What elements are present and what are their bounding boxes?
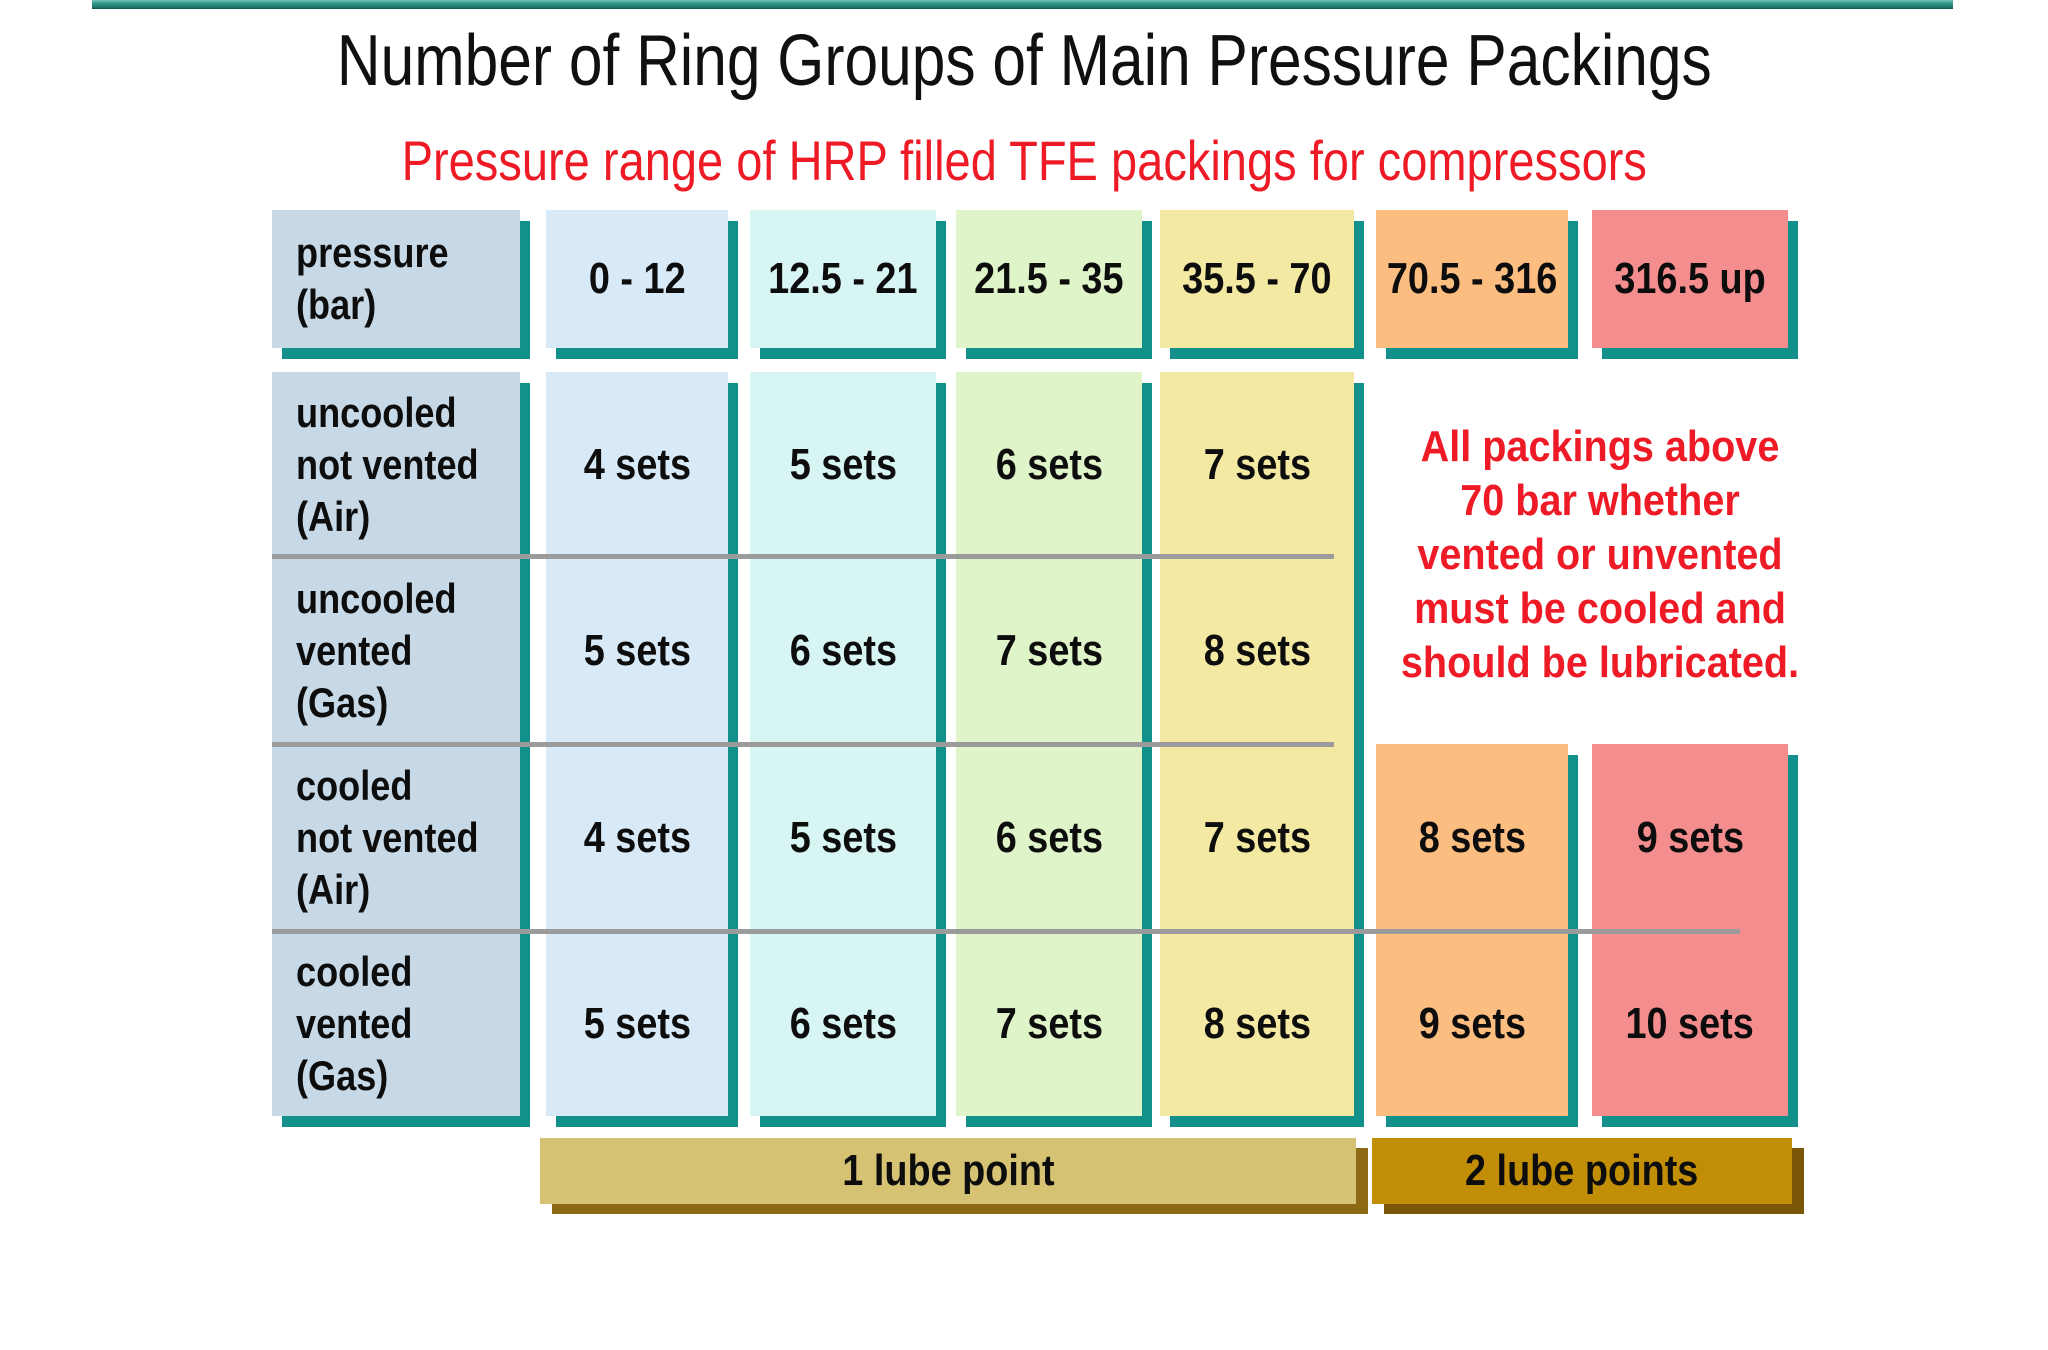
header-range-label: 316.5 up [1614,254,1766,303]
value-cell: 6 sets [789,626,897,675]
row-label-line: not vented [296,813,479,861]
row-label-line: not vented [296,441,479,488]
value-cell: 7 sets [995,626,1103,675]
header-range-label: 12.5 - 21 [768,254,918,303]
header-bar-line: (bar) [296,281,377,328]
value-cell: 4 sets [583,812,691,862]
value-cell: 10 sets [1625,998,1755,1048]
lube-bar-label: 2 lube points [1465,1146,1699,1195]
row-label-uncooled-not-vented-air: uncooled not vented (Air) [272,372,520,558]
value-cell: 8 sets [1203,626,1311,675]
header-range-label: 70.5 - 316 [1386,254,1558,303]
header-cell-range-0-12: 0 - 12 [546,210,728,348]
note-line: 70 bar whether [1460,476,1740,525]
value-cell: 8 sets [1203,998,1311,1048]
header-pressure-line: pressure [296,229,449,276]
row-label-cooled-not-vented-air: cooled not vented (Air) [272,744,520,931]
header-range-label: 35.5 - 70 [1182,254,1332,303]
lube-bar-label: 1 lube point [841,1146,1055,1195]
row-label-line: cooled [296,947,413,995]
value-cell: 6 sets [995,812,1103,862]
value-cell: 6 sets [789,998,897,1048]
row-label-line: (Gas) [296,679,389,726]
top-accent-bar [92,0,1953,9]
value-cell: 9 sets [1636,812,1744,862]
note-line: should be lubricated. [1400,638,1800,687]
lube-point-bar-2: 2 lube points [1372,1138,1792,1204]
row-separator [272,742,1334,747]
value-cell: 6 sets [995,440,1103,489]
value-cell: 9 sets [1418,998,1526,1048]
page-title: Number of Ring Groups of Main Pressure P… [0,20,2048,102]
value-cell: 7 sets [995,998,1103,1048]
row-label-line: uncooled [296,575,457,622]
row-label-uncooled-vented-gas: uncooled vented (Gas) [272,558,520,744]
value-cell: 5 sets [789,440,897,489]
header-range-label: 0 - 12 [588,254,686,303]
row-label-line: vented [296,999,413,1047]
header-cell-pressure-bar: pressure (bar) [272,210,520,348]
value-cell: 7 sets [1203,812,1311,862]
value-cell: 5 sets [789,812,897,862]
header-cell-range-21-5-35: 21.5 - 35 [956,210,1142,348]
page-title-text: Number of Ring Groups of Main Pressure P… [336,21,1712,101]
note-line: All packings above [1420,422,1780,471]
header-cell-range-70-5-316: 70.5 - 316 [1376,210,1568,348]
header-cell-range-12-5-21: 12.5 - 21 [750,210,936,348]
value-cell: 8 sets [1418,812,1526,862]
row-label-line: (Gas) [296,1051,389,1099]
row-separator [272,554,1334,559]
row-label-cooled-vented-gas: cooled vented (Gas) [272,931,520,1116]
row-label-line: uncooled [296,389,457,436]
value-cell: 4 sets [583,440,691,489]
header-cell-range-35-5-70: 35.5 - 70 [1160,210,1354,348]
note-text: All packings above 70 bar whether vented… [1395,420,1805,690]
row-label-line: (Air) [296,865,371,913]
value-cell: 5 sets [583,998,691,1048]
page-subtitle: Pressure range of HRP filled TFE packing… [0,128,2048,193]
header-range-label: 21.5 - 35 [974,254,1124,303]
row-label-line: (Air) [296,493,371,540]
row-label-line: cooled [296,761,413,809]
note-line: vented or unvented [1417,530,1783,579]
value-cell: 7 sets [1203,440,1311,489]
header-cell-range-316-5-up: 316.5 up [1592,210,1788,348]
page-subtitle-text: Pressure range of HRP filled TFE packing… [401,129,1647,192]
row-label-line: vented [296,627,413,674]
value-cell: 5 sets [583,626,691,675]
lube-point-bar-1: 1 lube point [540,1138,1356,1204]
note-line: must be cooled and [1414,584,1786,633]
row-separator [272,929,1740,934]
